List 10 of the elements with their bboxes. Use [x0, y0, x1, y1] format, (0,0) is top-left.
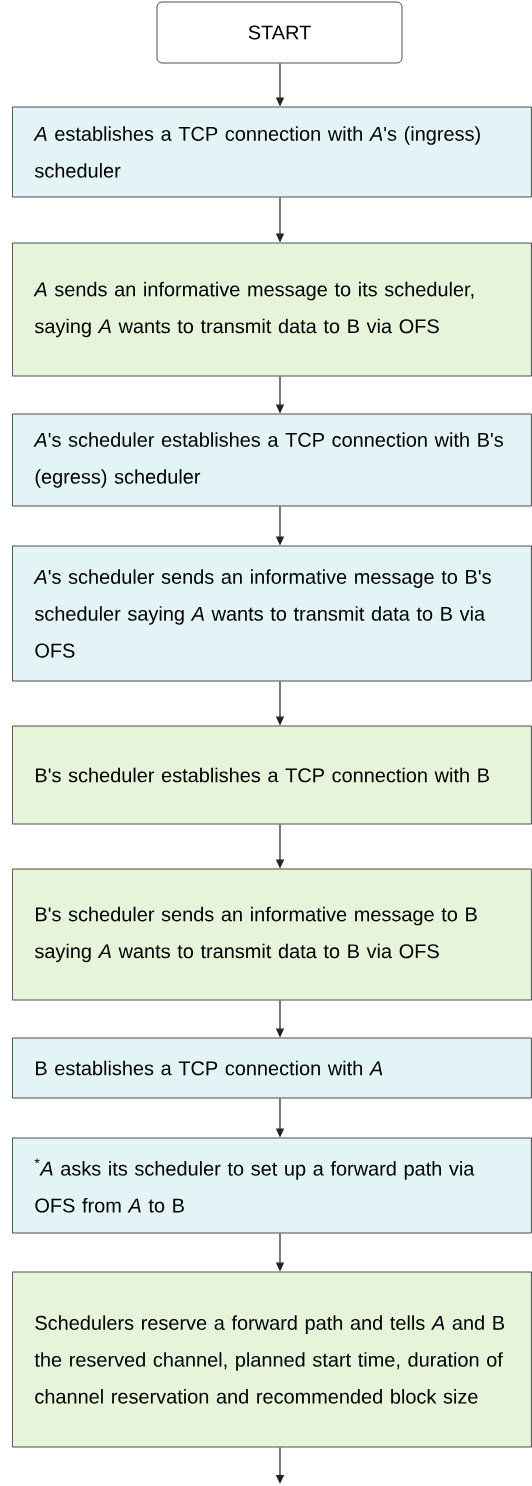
process-box: A's scheduler sends an informative message to B's scheduler saying A wants to transmit data to B via OFS [12, 545, 532, 682]
process-box: $^{*}$A asks its scheduler to set up a forward path via OFS from A to B [12, 1137, 532, 1234]
start-terminal: START [156, 1, 403, 64]
process-box: Schedulers reserve a forward path and tells A and B the reserved channel, planned start time, duration of channel reservation and recommended block size [12, 1271, 532, 1448]
process-box: A's scheduler establishes a TCP connection with B's (egress) scheduler [12, 413, 532, 507]
process-box: A sends an informative message to its scheduler, saying A wants to transmit data to B via OFS [12, 242, 532, 377]
process-box: B's scheduler establishes a TCP connection with B [12, 725, 532, 825]
process-box: A establishes a TCP connection with A's (ingress) scheduler [12, 106, 532, 198]
process-box: B's scheduler sends an informative message to B saying A wants to transmit data to B via OFS [12, 868, 532, 1001]
process-box: B establishes a TCP connection with A [12, 1037, 532, 1099]
